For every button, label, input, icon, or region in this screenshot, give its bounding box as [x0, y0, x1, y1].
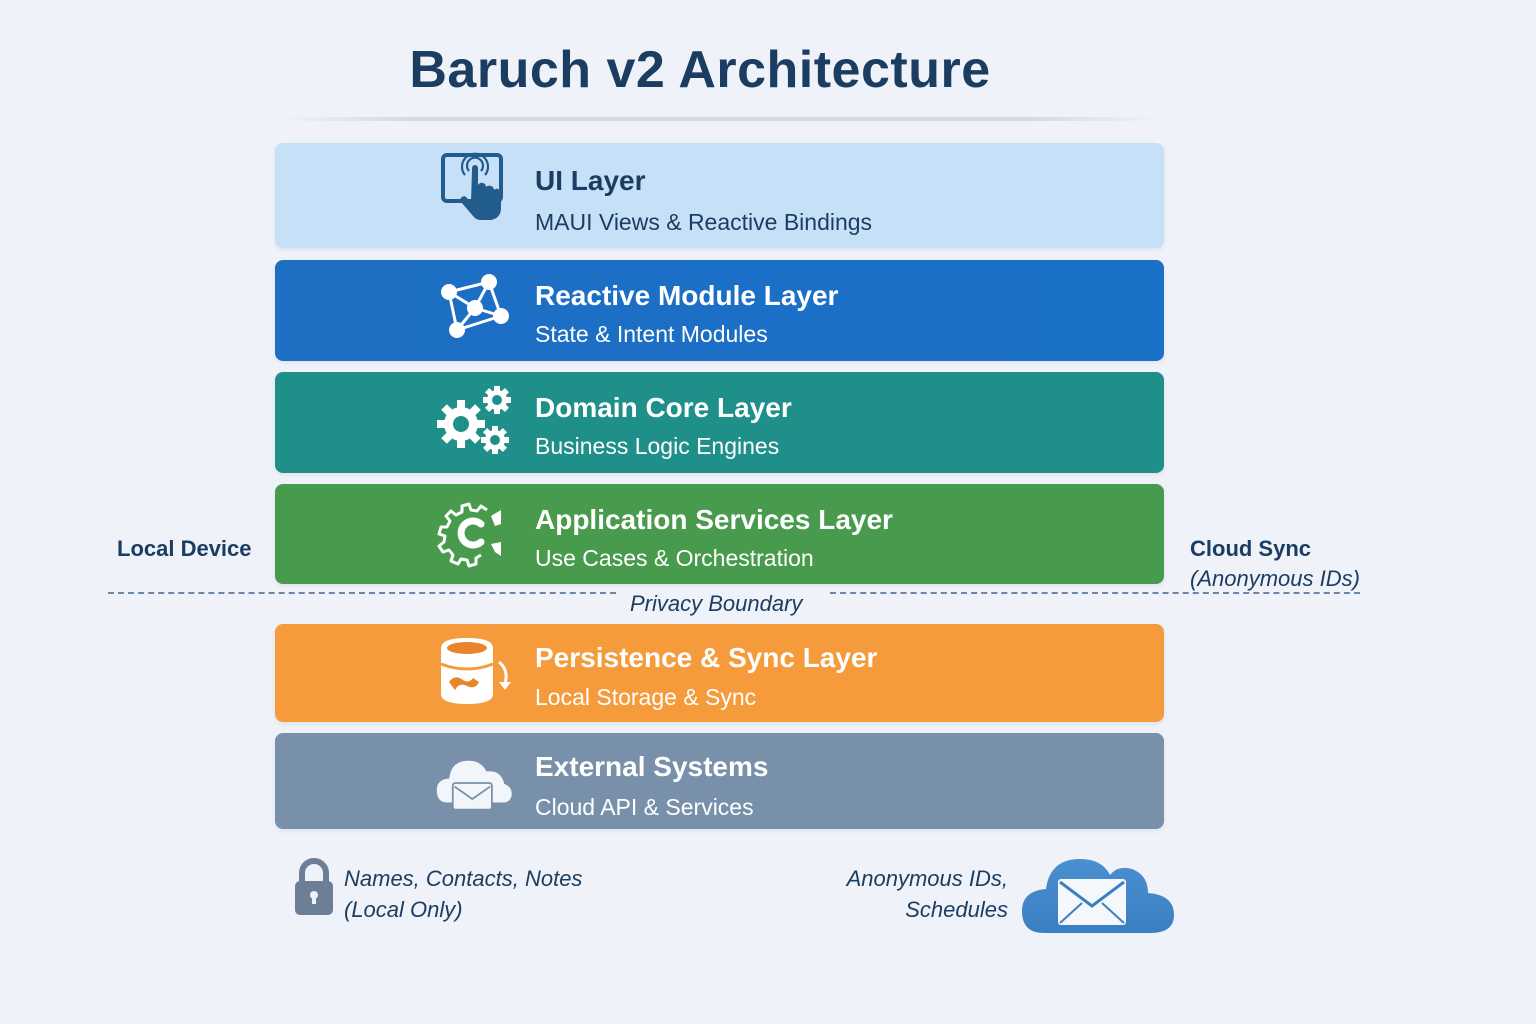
layer-name: Domain Core Layer — [535, 392, 792, 423]
layer-name: UI Layer — [535, 165, 646, 196]
local-note-line: Names, Contacts, Notes — [344, 866, 583, 891]
layer-description: State & Intent Modules — [535, 321, 768, 347]
gear-cycle-icon — [435, 494, 515, 574]
cloud-mail-icon — [1020, 845, 1176, 937]
cloud-note-line: Anonymous IDs, — [846, 866, 1008, 891]
gears-icon — [435, 382, 515, 462]
layer-name: Persistence & Sync Layer — [535, 642, 878, 673]
lock-icon — [293, 855, 335, 917]
layer-application-services: Application Services Layer Use Cases & O… — [275, 484, 1164, 584]
cloud-data-note: Anonymous IDs, Schedules — [820, 863, 1008, 925]
local-device-label: Local Device — [117, 536, 252, 561]
layer-domain-core: Domain Core Layer Business Logic Engines — [275, 372, 1164, 473]
local-data-note: Names, Contacts, Notes (Local Only) — [344, 863, 582, 925]
layer-name: External Systems — [535, 751, 769, 782]
layer-description: Business Logic Engines — [535, 433, 780, 459]
database-sync-icon — [435, 634, 515, 714]
privacy-boundary-line-right — [830, 592, 1360, 594]
cloud-sync-label: Cloud Sync — [1190, 536, 1312, 561]
layer-description: Use Cases & Orchestration — [535, 545, 814, 571]
privacy-boundary-label: Privacy Boundary — [630, 591, 803, 616]
title-divider — [280, 117, 1160, 121]
layer-reactive-module: Reactive Module Layer State & Intent Mod… — [275, 260, 1164, 361]
layer-name: Application Services Layer — [535, 504, 893, 535]
layer-persistence-sync: Persistence & Sync Layer Local Storage &… — [275, 624, 1164, 722]
local-note-line: (Local Only) — [344, 897, 463, 922]
network-nodes-icon — [435, 270, 515, 350]
cloud-sync-sublabel: (Anonymous IDs) — [1190, 566, 1360, 591]
cloud-mail-icon — [435, 743, 515, 823]
layer-description: MAUI Views & Reactive Bindings — [535, 209, 873, 235]
privacy-boundary-line-left — [108, 592, 616, 594]
touch-screen-icon — [435, 149, 515, 229]
layer-name: Reactive Module Layer — [535, 280, 839, 311]
layer-description: Cloud API & Services — [535, 794, 754, 820]
cloud-note-line: Schedules — [905, 897, 1008, 922]
layer-description: Local Storage & Sync — [535, 684, 757, 710]
layer-external-systems: External Systems Cloud API & Services — [275, 733, 1164, 829]
diagram-title: Baruch v2 Architecture — [409, 41, 991, 99]
layer-ui: UI Layer MAUI Views & Reactive Bindings — [275, 143, 1164, 248]
